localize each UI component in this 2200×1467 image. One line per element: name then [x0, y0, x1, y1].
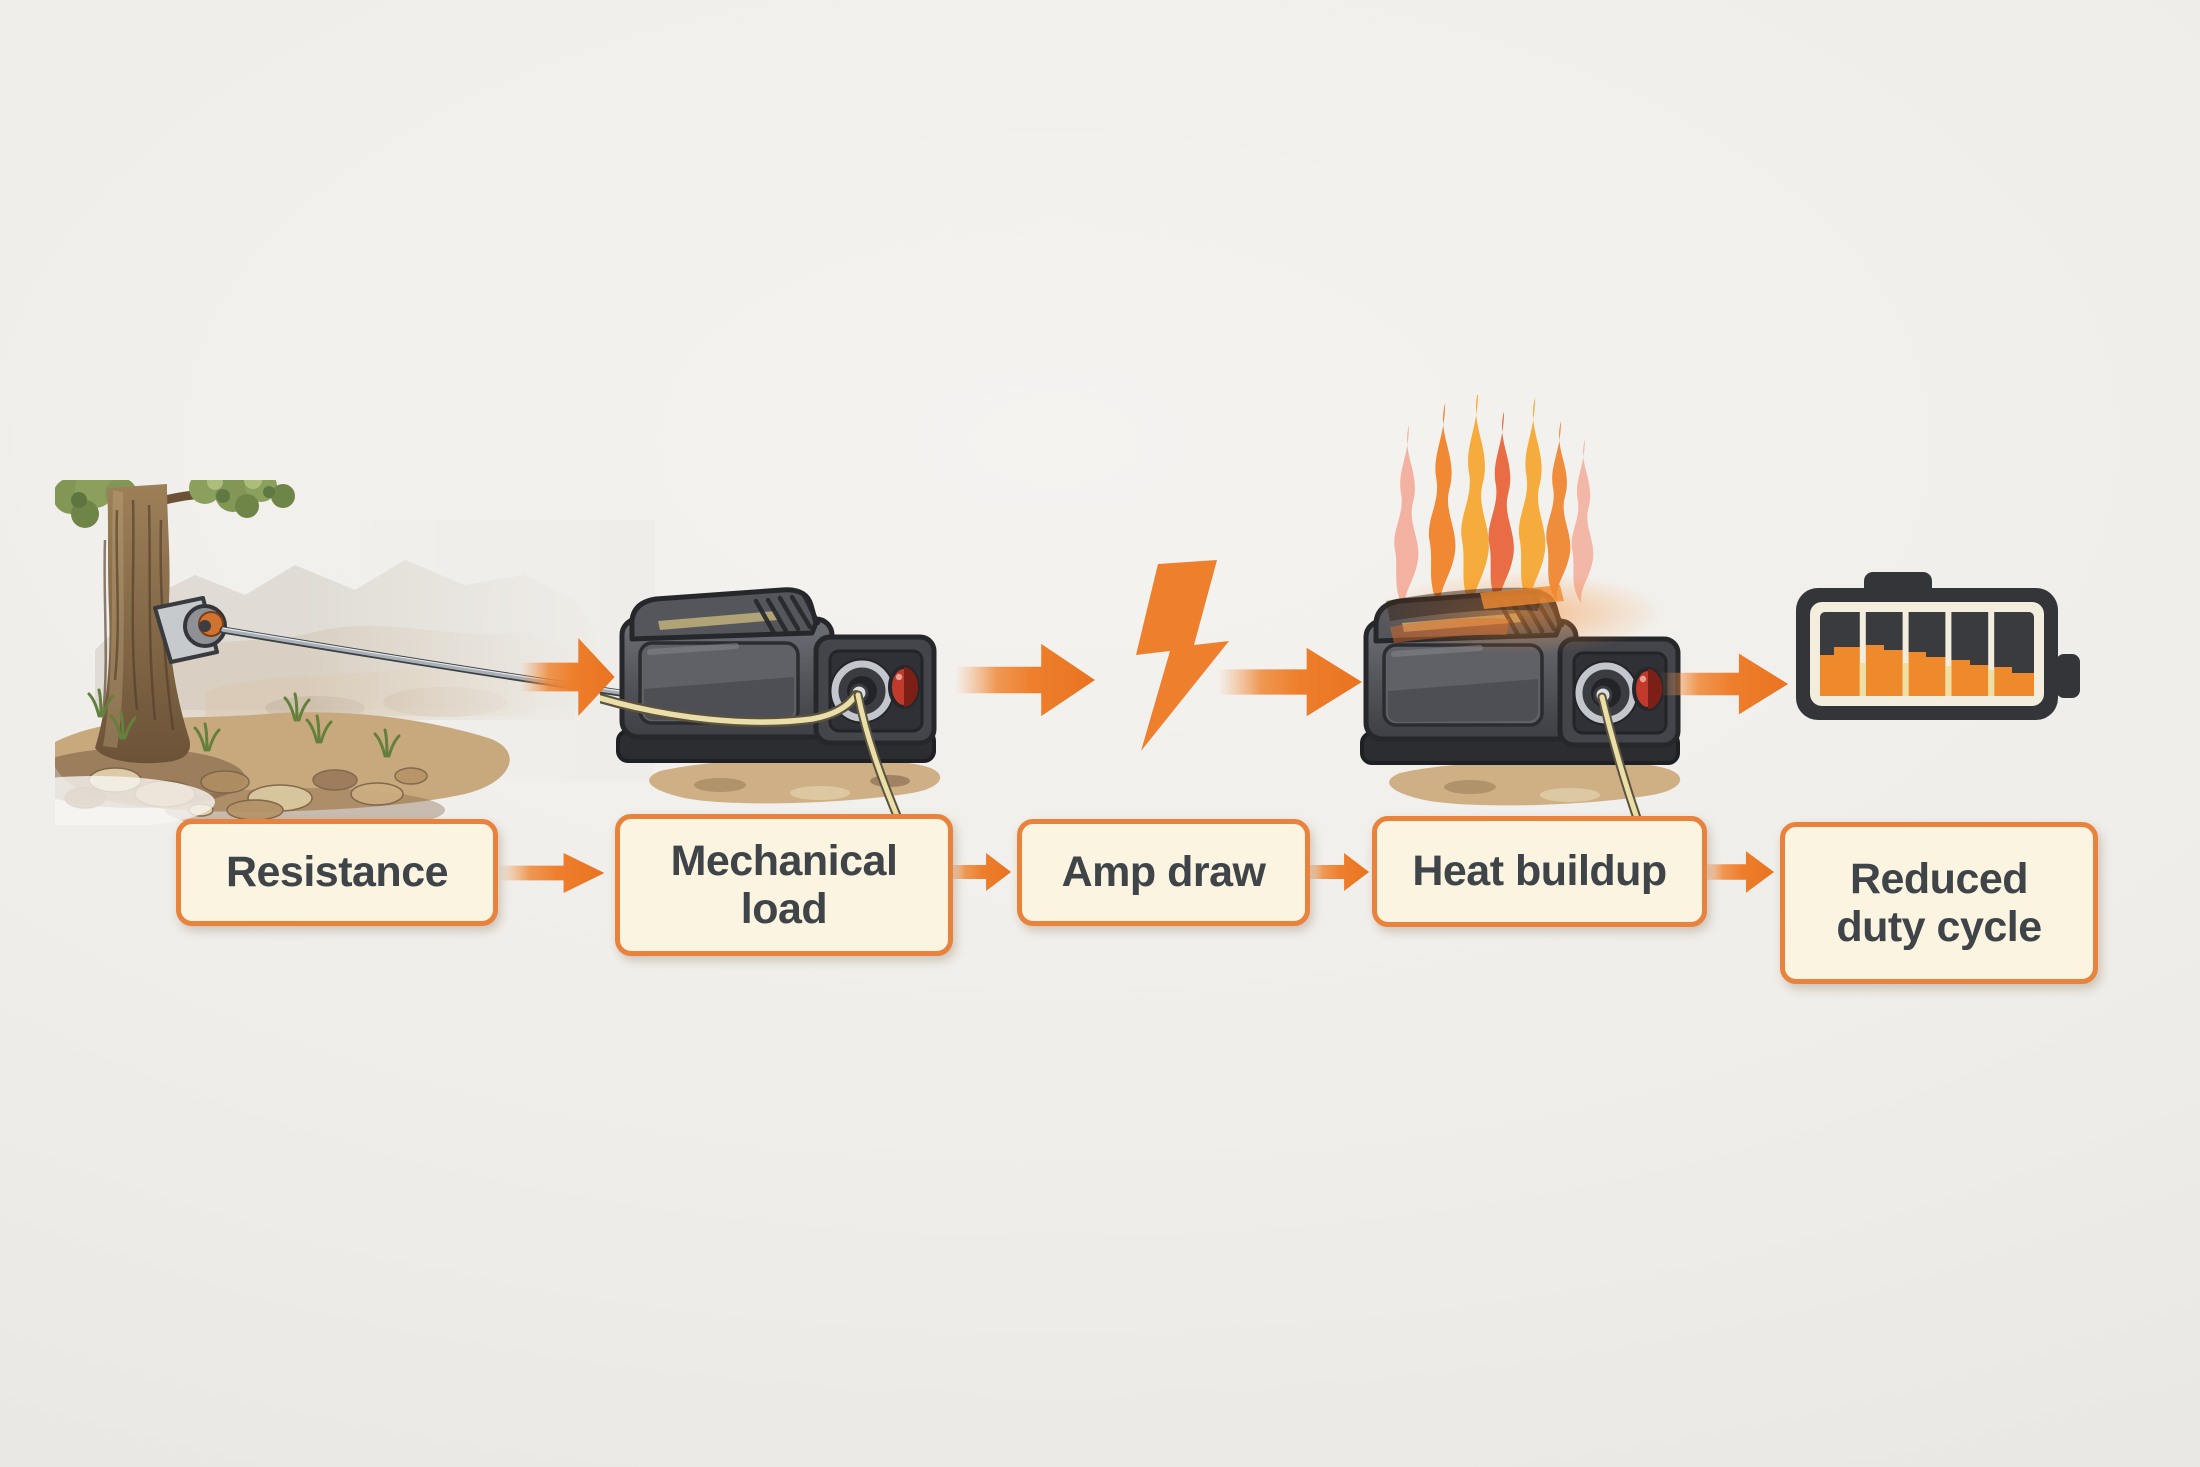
cell-separators: [1859, 612, 1995, 696]
dirt-patch: [1389, 759, 1681, 806]
step-label: Resistance: [225, 848, 449, 897]
step-label: Mechanical load: [670, 836, 898, 933]
flow-arrow-icon: [1660, 653, 1789, 715]
flow-arrow-icon: [498, 853, 605, 893]
step-label: Amp draw: [1061, 848, 1266, 897]
flow-arrow-icon: [946, 853, 1012, 891]
anchor-tree-illustration: [55, 480, 655, 825]
remote-cable: [1597, 692, 1645, 832]
snatch-block-anchor: [153, 596, 227, 664]
grass-tufts: [87, 688, 401, 758]
battery-duty-cycle-icon: [1796, 572, 2080, 720]
foliage: [55, 480, 295, 528]
winch-illustration: [600, 575, 941, 825]
flow-arrow-icon: [520, 638, 615, 716]
step-box-amp-draw: Amp draw: [1017, 819, 1310, 926]
step-box-mechanical-load: Mechanical load: [615, 814, 953, 956]
dirt-patch: [649, 757, 941, 804]
flow-arrow-icon: [955, 643, 1095, 717]
step-label: Reduced duty cycle: [1836, 854, 2042, 951]
flow-arrow-icon: [1701, 851, 1774, 893]
step-box-resistance: Resistance: [176, 819, 498, 926]
charge-level-steps: [1820, 645, 2034, 696]
flow-arrow-icon: [1304, 853, 1370, 891]
step-box-reduced-duty-cycle: Reduced duty cycle: [1780, 822, 2098, 984]
winch-rope: [600, 690, 861, 728]
winch-body: [618, 590, 934, 761]
remote-cable: [853, 690, 905, 825]
lightning-bolt-icon: [1136, 560, 1229, 751]
step-box-heat-buildup: Heat buildup: [1372, 816, 1707, 927]
char-marks: [1386, 585, 1564, 643]
flow-arrow-icon: [1218, 647, 1362, 717]
overheated-winch-illustration: [1330, 395, 1720, 832]
step-label: Heat buildup: [1412, 847, 1667, 896]
tree: [55, 480, 401, 764]
